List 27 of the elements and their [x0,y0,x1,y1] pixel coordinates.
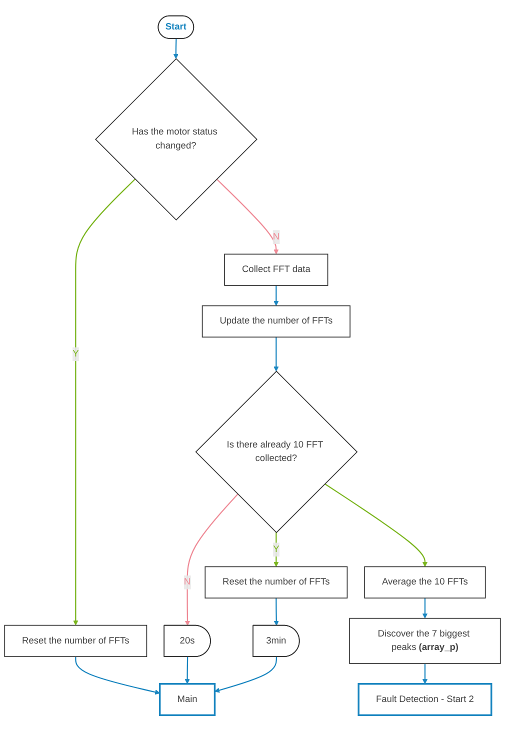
arrow [274,337,279,372]
edge-label: N [184,577,191,588]
arrow [274,285,279,306]
node-box: Update the number of FFTs [202,305,350,338]
node-box: Average the 10 FFTs [364,566,486,598]
arrow [216,178,279,254]
arrow [184,494,238,626]
node-box: Reset the number of FFTs [4,624,148,658]
arrow [75,656,160,695]
arrow [184,656,190,684]
node-box: Discover the 7 biggest peaks (array_p) [349,618,501,664]
arrow [324,483,428,567]
arrow [422,598,428,619]
node-box: Main [158,683,216,716]
edge-label: Y [273,544,280,554]
arrow [422,664,428,684]
edge-label: Y [72,348,79,359]
node-diamond: Has the motor status changed? [94,58,258,221]
edge-label: N [272,232,280,242]
arrow [274,598,279,626]
node-diamond: Is there already 10 FFT collected? [195,370,358,534]
node-box: Reset the number of FFTs [204,566,348,598]
node-box: Fault Detection - Start 2 [358,683,492,716]
arrow [214,656,278,693]
node-box: Collect FFT data [224,254,328,286]
arrow [173,38,178,59]
arrow [73,178,136,626]
